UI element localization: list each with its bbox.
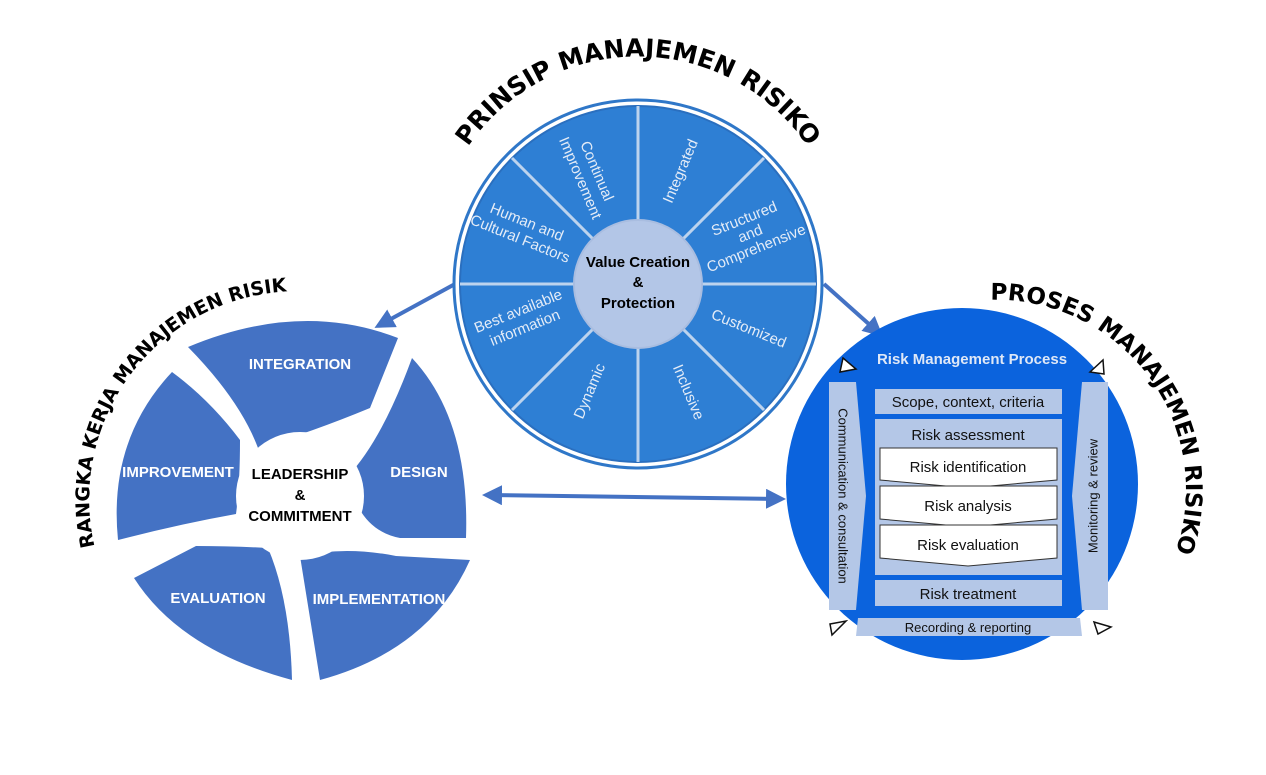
framework-label-integration: INTEGRATION	[249, 356, 351, 373]
risk-evaluation-box	[879, 524, 1058, 567]
framework-segment-design	[348, 358, 467, 538]
framework-label-evaluation: EVALUATION	[170, 590, 265, 607]
monitoring-review-label: Monitoring & review	[1085, 438, 1100, 553]
communication-consultation-label: Communication & consultation	[836, 408, 851, 584]
recording-reporting-label: Recording & reporting	[905, 620, 1031, 635]
framework-segment-improvement	[116, 372, 240, 540]
risk-assessment-label: Risk assessment	[911, 427, 1025, 444]
corner-marker-bottom-right	[1092, 620, 1113, 636]
framework-wheel: INTEGRATION DESIGN IMPLEMENTATION EVALUA…	[116, 321, 470, 680]
framework-label-improvement: IMPROVEMENT	[122, 464, 234, 481]
framework-segment-evaluation	[134, 546, 292, 680]
monitoring-review-arrow	[1072, 382, 1108, 610]
framework-center-line3: COMMITMENT	[248, 508, 351, 525]
scope-context-criteria-box	[875, 389, 1062, 414]
risk-identification-label: Risk identification	[910, 459, 1027, 476]
corner-marker-top-right	[1088, 358, 1105, 375]
corner-marker-bottom-left	[829, 619, 849, 637]
risk-treatment-label: Risk treatment	[920, 586, 1018, 603]
arrow-principles-to-process	[822, 282, 883, 337]
recording-reporting-bar	[856, 618, 1082, 636]
framework-segment-integration	[188, 321, 398, 448]
corner-marker-top-left	[839, 356, 858, 373]
connector-arrows	[374, 282, 883, 509]
communication-consultation-arrow	[829, 382, 866, 610]
principles-center-line1: Value Creation	[586, 254, 690, 271]
principles-center-circle	[573, 219, 703, 349]
framework-center-circle	[236, 432, 364, 560]
framework-center-line2: &	[295, 487, 306, 504]
principles-wheel: Value Creation & Protection Integrated S…	[452, 98, 824, 470]
risk-identification-box	[879, 447, 1058, 489]
principles-center-line3: Protection	[601, 295, 675, 312]
process-circle: Risk Management Process Communication & …	[786, 308, 1138, 660]
framework-label-implementation: IMPLEMENTATION	[313, 591, 446, 608]
risk-analysis-box	[879, 485, 1058, 528]
framework-label-design: DESIGN	[390, 464, 448, 481]
risk-evaluation-label: Risk evaluation	[917, 537, 1019, 554]
arrow-framework-process	[482, 485, 786, 509]
risk-treatment-box	[875, 580, 1062, 606]
process-header: Risk Management Process	[877, 351, 1067, 368]
risk-analysis-label: Risk analysis	[924, 498, 1012, 515]
principles-center-line2: &	[633, 274, 644, 291]
framework-segment-implementation	[300, 551, 470, 680]
scope-context-criteria-label: Scope, context, criteria	[892, 394, 1045, 411]
arrow-principles-to-framework	[374, 282, 456, 328]
framework-center-line1: LEADERSHIP	[252, 466, 349, 483]
